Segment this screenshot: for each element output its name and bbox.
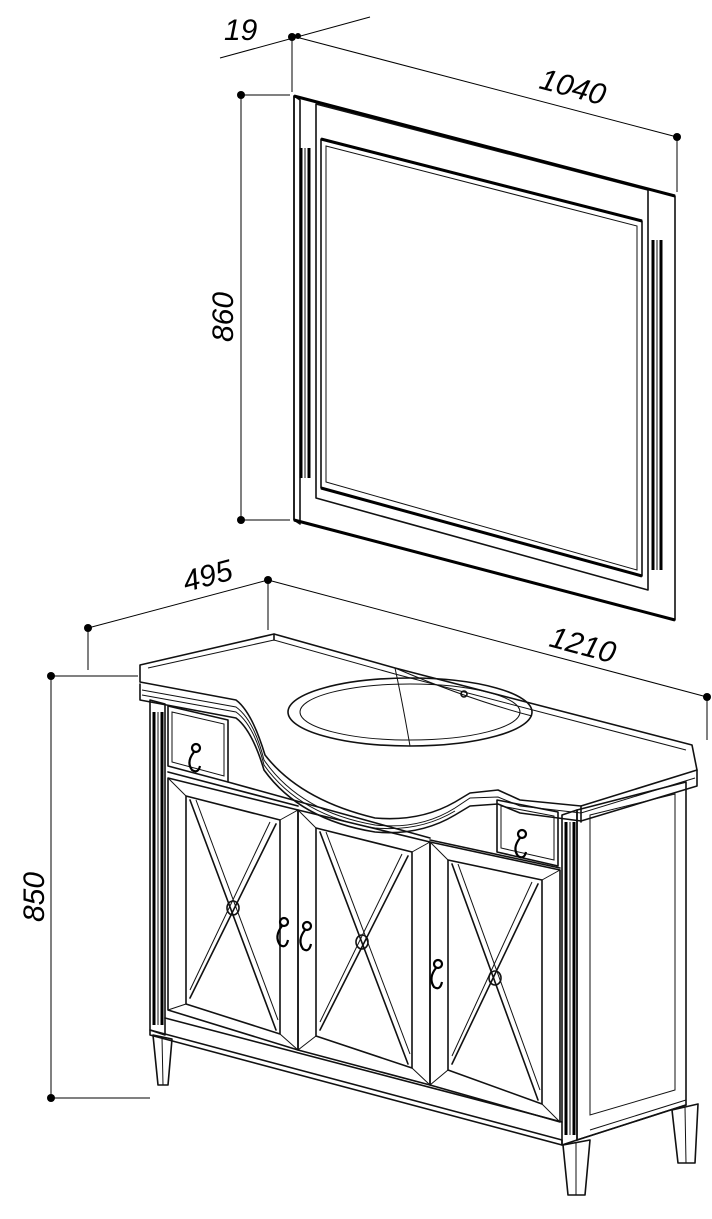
drawer-left[interactable]: [167, 705, 229, 783]
cabinet-left-side: [149, 699, 166, 1036]
door-left-handle[interactable]: [276, 916, 290, 948]
cabinet-right-side: [576, 781, 687, 1141]
cabinet-depth-dimension: [84, 576, 272, 670]
leg-front-left: [152, 1034, 173, 1086]
mirror: [293, 94, 676, 622]
mirror-depth-label: 19: [224, 14, 258, 47]
basin: [287, 667, 533, 747]
drawer-right-handle[interactable]: [514, 828, 528, 859]
plinth: [149, 1017, 687, 1146]
vanity-cabinet: [139, 633, 699, 1196]
mirror-flute-right: [651, 240, 663, 570]
door-right-handle[interactable]: [430, 958, 444, 990]
mirror-flute-left: [299, 148, 311, 478]
mirror-width-dimension: [295, 36, 681, 192]
door-center-handle[interactable]: [299, 920, 313, 952]
cabinet-depth-label: 495: [179, 554, 236, 599]
mirror-height-dimension: [237, 91, 290, 524]
cabinet-width-label: 1210: [546, 621, 619, 670]
leg-back-right: [671, 1103, 699, 1164]
cabinet-height-dimension: [47, 672, 150, 1102]
cabinet-height-label: 850: [18, 872, 51, 922]
leg-front-right: [562, 1139, 591, 1196]
mirror-height-label: 860: [207, 292, 240, 342]
drawer-left-handle[interactable]: [188, 742, 202, 773]
door-center[interactable]: [297, 809, 431, 1086]
countertop: [139, 633, 698, 834]
door-left[interactable]: [167, 777, 299, 1051]
mirror-width-label: 1040: [536, 63, 609, 112]
door-right[interactable]: [429, 841, 561, 1123]
drawer-right[interactable]: [496, 799, 559, 867]
cabinet-right-pilaster: [561, 809, 578, 1146]
cabinet-width-dimension: [267, 579, 711, 740]
